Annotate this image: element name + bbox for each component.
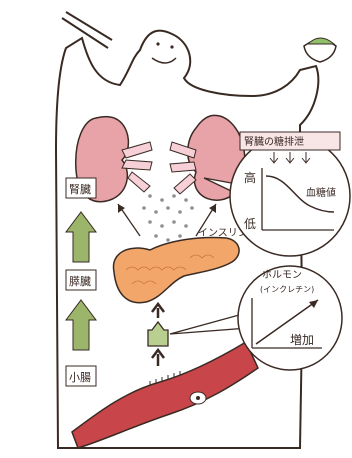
- intestine-label: 小腸: [69, 371, 91, 384]
- kidney-graph-title: 腎臓の糖排泄: [244, 135, 304, 148]
- kidney-graph-y-high: 高: [244, 170, 256, 185]
- rice-topping-icon: [308, 38, 334, 44]
- food-particle-dot: [196, 396, 200, 400]
- face-eye-left: [156, 42, 159, 45]
- face-eye-right: [170, 45, 173, 48]
- kidney-label: 腎臓: [69, 183, 91, 196]
- pancreas-label: 膵臓: [69, 275, 91, 288]
- kidney-graph-curve-label: 血糖値: [306, 186, 336, 199]
- hormone-graph-title: ホルモン: [262, 269, 302, 281]
- hormone-graph-subtitle: (インクレチン): [260, 285, 314, 294]
- hormone-graph-bubble: [238, 266, 342, 370]
- hormone-graph-increase: 増加: [290, 333, 314, 347]
- kidney-graph-y-low: 低: [244, 217, 256, 231]
